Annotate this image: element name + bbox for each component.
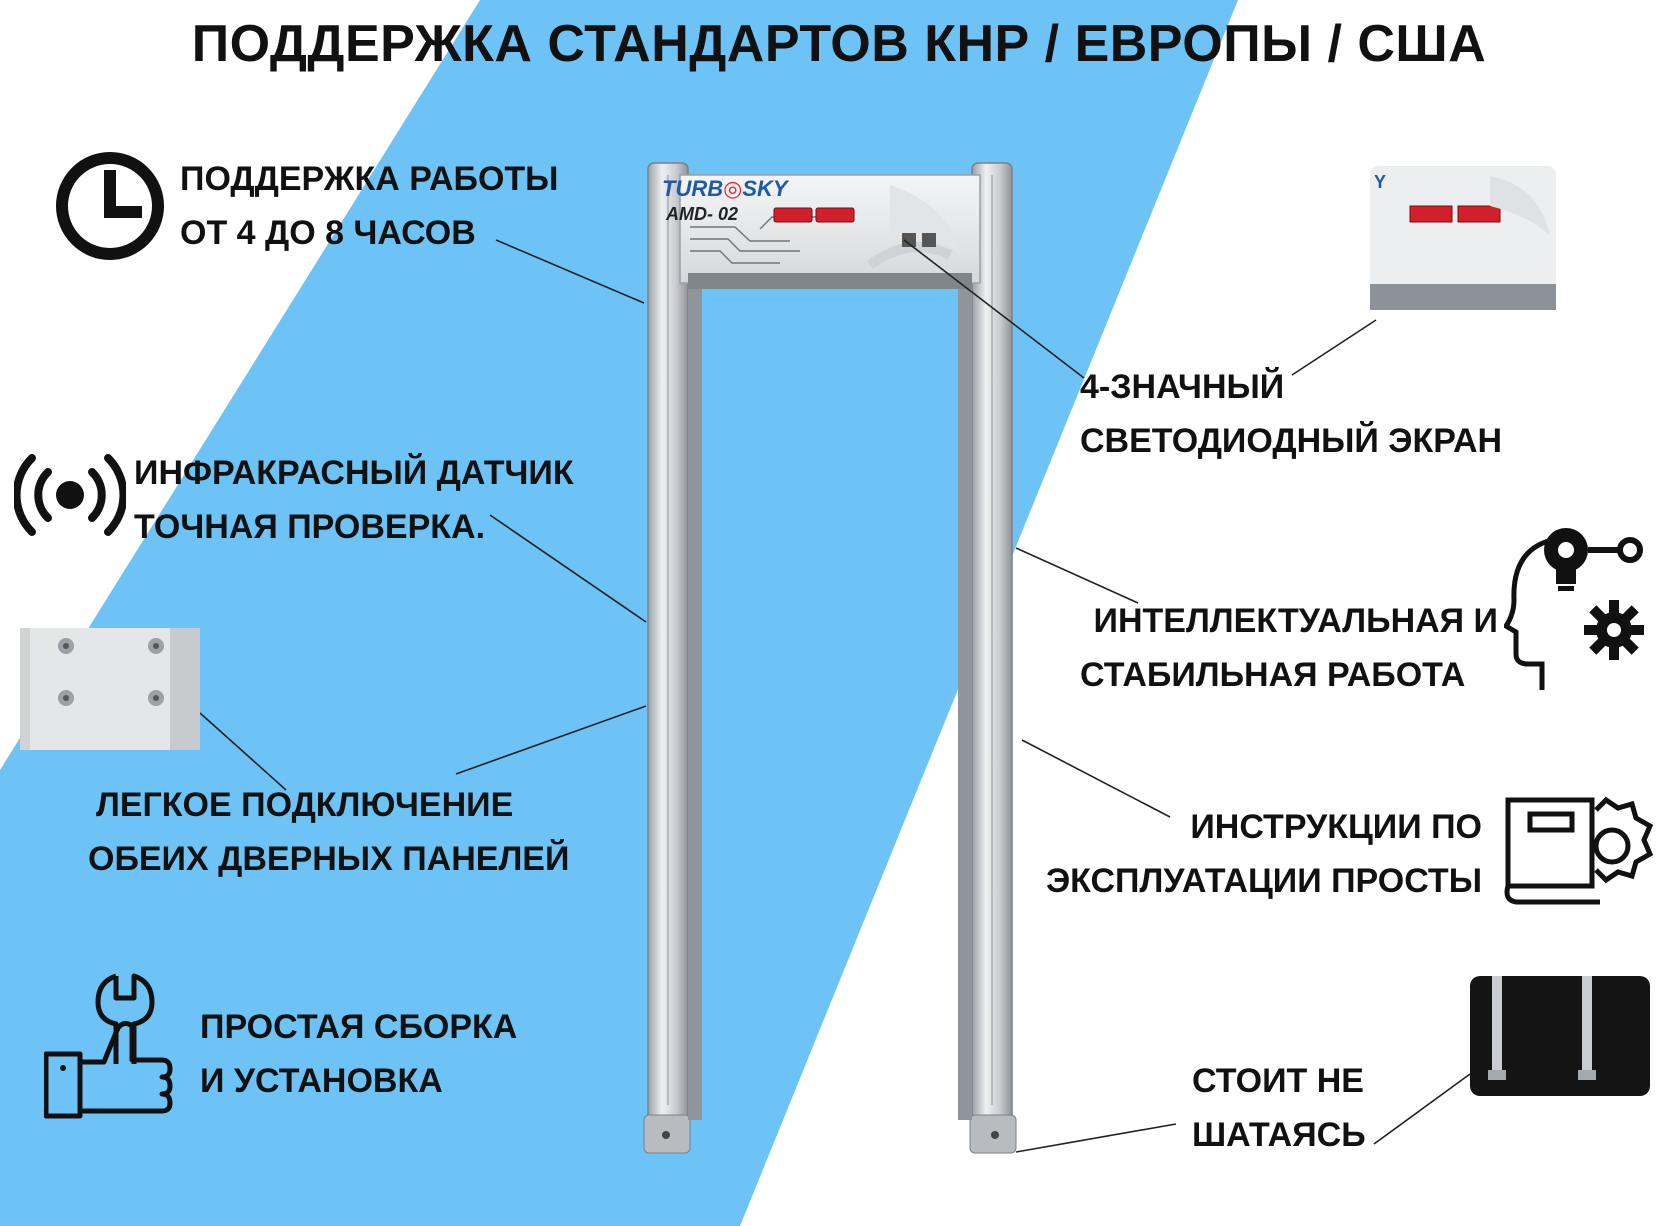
- feature-connection: ЛЕГКОЕ ПОДКЛЮЧЕНИЕ ОБЕИХ ДВЕРНЫХ ПАНЕЛЕЙ: [88, 778, 569, 886]
- led-display-photo: Y: [1370, 166, 1556, 310]
- head-gear-icon: [1504, 528, 1644, 690]
- feature-manual-line2: ЭКСПЛУАТАЦИИ ПРОСТЫ: [1045, 862, 1482, 900]
- feature-intelligent: ИНТЕЛЛЕКТУАЛЬНАЯ И СТАБИЛЬНАЯ РАБОТА: [1080, 594, 1498, 702]
- brand-left: TURB: [662, 176, 724, 201]
- feature-assembly-line1: ПРОСТАЯ СБОРКА: [200, 1008, 518, 1046]
- feature-stable-line2: ШАТАЯСЬ: [1192, 1116, 1366, 1154]
- feature-stable-line1: СТОИТ НЕ: [1192, 1062, 1364, 1100]
- feature-stable: СТОИТ НЕ ШАТАЯСЬ: [1192, 1054, 1366, 1162]
- feature-manual-line1: ИНСТРУКЦИИ ПО: [1190, 808, 1482, 846]
- inset-brand-fragment: Y: [1374, 172, 1386, 192]
- feature-connection-line1: ЛЕГКОЕ ПОДКЛЮЧЕНИЕ: [96, 786, 514, 824]
- feature-display: 4-ЗНАЧНЫЙ СВЕТОДИОДНЫЙ ЭКРАН: [1080, 360, 1502, 468]
- brand-logo: TURB◎SKY: [662, 176, 788, 202]
- clock-icon: [56, 152, 164, 260]
- feature-infrared: ИНФРАКРАСНЫЙ ДАТЧИК ТОЧНАЯ ПРОВЕРКА.: [134, 446, 574, 554]
- feature-display-line1: 4-ЗНАЧНЫЙ: [1080, 368, 1285, 406]
- manual-book-icon: [1504, 796, 1654, 905]
- wrench-thumbs-up-icon: [44, 973, 173, 1119]
- brand-right: SKY: [742, 176, 788, 201]
- feature-assembly-line2: И УСТАНОВКА: [200, 1062, 443, 1100]
- feature-infrared-line2: ТОЧНАЯ ПРОВЕРКА.: [134, 508, 486, 546]
- panel-connector-photo: [20, 628, 200, 750]
- feature-manual: ИНСТРУКЦИИ ПО ЭКСПЛУАТАЦИИ ПРОСТЫ: [1020, 800, 1482, 908]
- feature-connection-line2: ОБЕИХ ДВЕРНЫХ ПАНЕЛЕЙ: [88, 840, 570, 878]
- left-pillar: [643, 162, 691, 1154]
- feature-infrared-line1: ИНФРАКРАСНЫЙ ДАТЧИК: [134, 454, 574, 492]
- feature-display-line2: СВЕТОДИОДНЫЙ ЭКРАН: [1080, 422, 1503, 460]
- feet-photo: [1470, 976, 1650, 1096]
- feature-intelligent-line2: СТАБИЛЬНАЯ РАБОТА: [1080, 656, 1466, 694]
- brand-o-icon: ◎: [723, 176, 743, 201]
- feature-hours: ПОДДЕРЖКА РАБОТЫ ОТ 4 ДО 8 ЧАСОВ: [180, 152, 558, 260]
- feature-intelligent-line1: ИНТЕЛЛЕКТУАЛЬНАЯ И: [1093, 602, 1498, 640]
- page-title: ПОДДЕРЖКА СТАНДАРТОВ КНР / ЕВРОПЫ / США: [191, 15, 1487, 73]
- metal-detector-gate: [643, 162, 1017, 1154]
- feature-hours-line2: ОТ 4 ДО 8 ЧАСОВ: [180, 214, 476, 252]
- feature-assembly: ПРОСТАЯ СБОРКА И УСТАНОВКА: [200, 1000, 517, 1108]
- right-pillar: [969, 162, 1017, 1154]
- model-label: AMD- 02: [666, 204, 739, 224]
- feature-hours-line1: ПОДДЕРЖКА РАБОТЫ: [180, 160, 559, 198]
- signal-icon: [14, 454, 126, 536]
